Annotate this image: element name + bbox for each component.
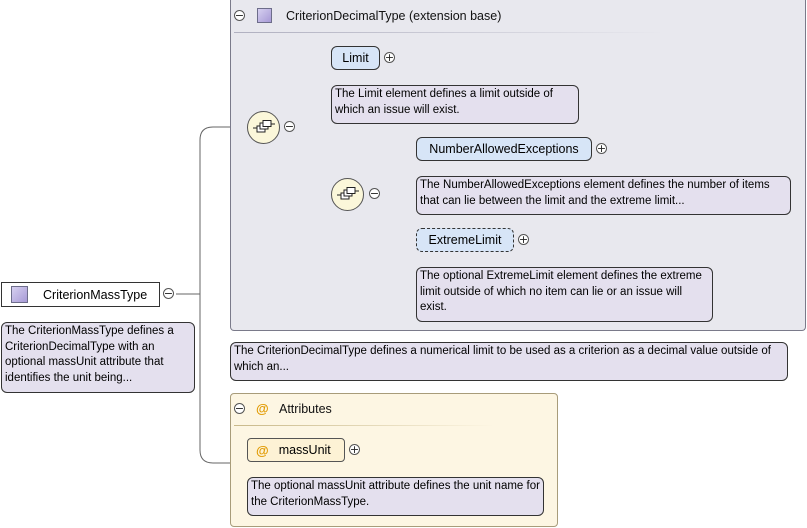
sequence-compositor-icon[interactable] — [331, 178, 364, 211]
complex-type-icon — [11, 286, 28, 303]
attribute-mass-unit[interactable]: @ massUnit — [247, 438, 345, 462]
root-type-label: CriterionMassType — [43, 287, 148, 302]
mass-unit-expand-icon[interactable]: + — [349, 443, 360, 456]
element-limit[interactable]: Limit — [331, 46, 380, 70]
limit-doc-note: The Limit element defines a limit outsid… — [331, 85, 579, 124]
extension-title: CriterionDecimalType (extension base) — [286, 9, 502, 23]
attributes-collapse-icon[interactable]: − — [234, 402, 245, 415]
extension-collapse-icon[interactable]: − — [234, 9, 245, 22]
header-divider — [234, 32, 664, 33]
number-allowed-exceptions-expand-icon[interactable]: + — [596, 142, 607, 155]
attribute-mass-unit-label: massUnit — [278, 443, 331, 457]
sequence-icon — [336, 186, 359, 199]
extension-doc-note: The CriterionDecimalType defines a numer… — [230, 342, 788, 381]
mass-unit-doc-note: The optional massUnit attribute defines … — [247, 477, 544, 516]
attributes-title: Attributes — [279, 402, 332, 416]
number-allowed-exceptions-doc-note: The NumberAllowedExceptions element defi… — [416, 176, 791, 215]
element-number-allowed-exceptions[interactable]: NumberAllowedExceptions — [416, 137, 592, 161]
root-type-box[interactable]: CriterionMassType — [1, 282, 160, 307]
sequence-collapse-icon[interactable]: − — [284, 120, 295, 133]
attribute-icon: @ — [256, 442, 269, 458]
attributes-divider — [234, 425, 494, 426]
complex-type-icon — [257, 8, 272, 23]
extreme-limit-doc-note: The optional ExtremeLimit element define… — [416, 267, 713, 322]
limit-expand-icon[interactable]: + — [384, 51, 395, 64]
sequence-collapse-icon[interactable]: − — [369, 187, 380, 200]
root-collapse-icon[interactable]: − — [163, 287, 174, 300]
sequence-icon — [252, 119, 275, 132]
root-doc-note: The CriterionMassType defines a Criterio… — [1, 322, 195, 393]
extreme-limit-expand-icon[interactable]: + — [518, 233, 529, 246]
sequence-compositor-icon[interactable] — [247, 111, 280, 144]
attribute-icon: @ — [256, 401, 269, 416]
element-extreme-limit[interactable]: ExtremeLimit — [416, 228, 514, 252]
